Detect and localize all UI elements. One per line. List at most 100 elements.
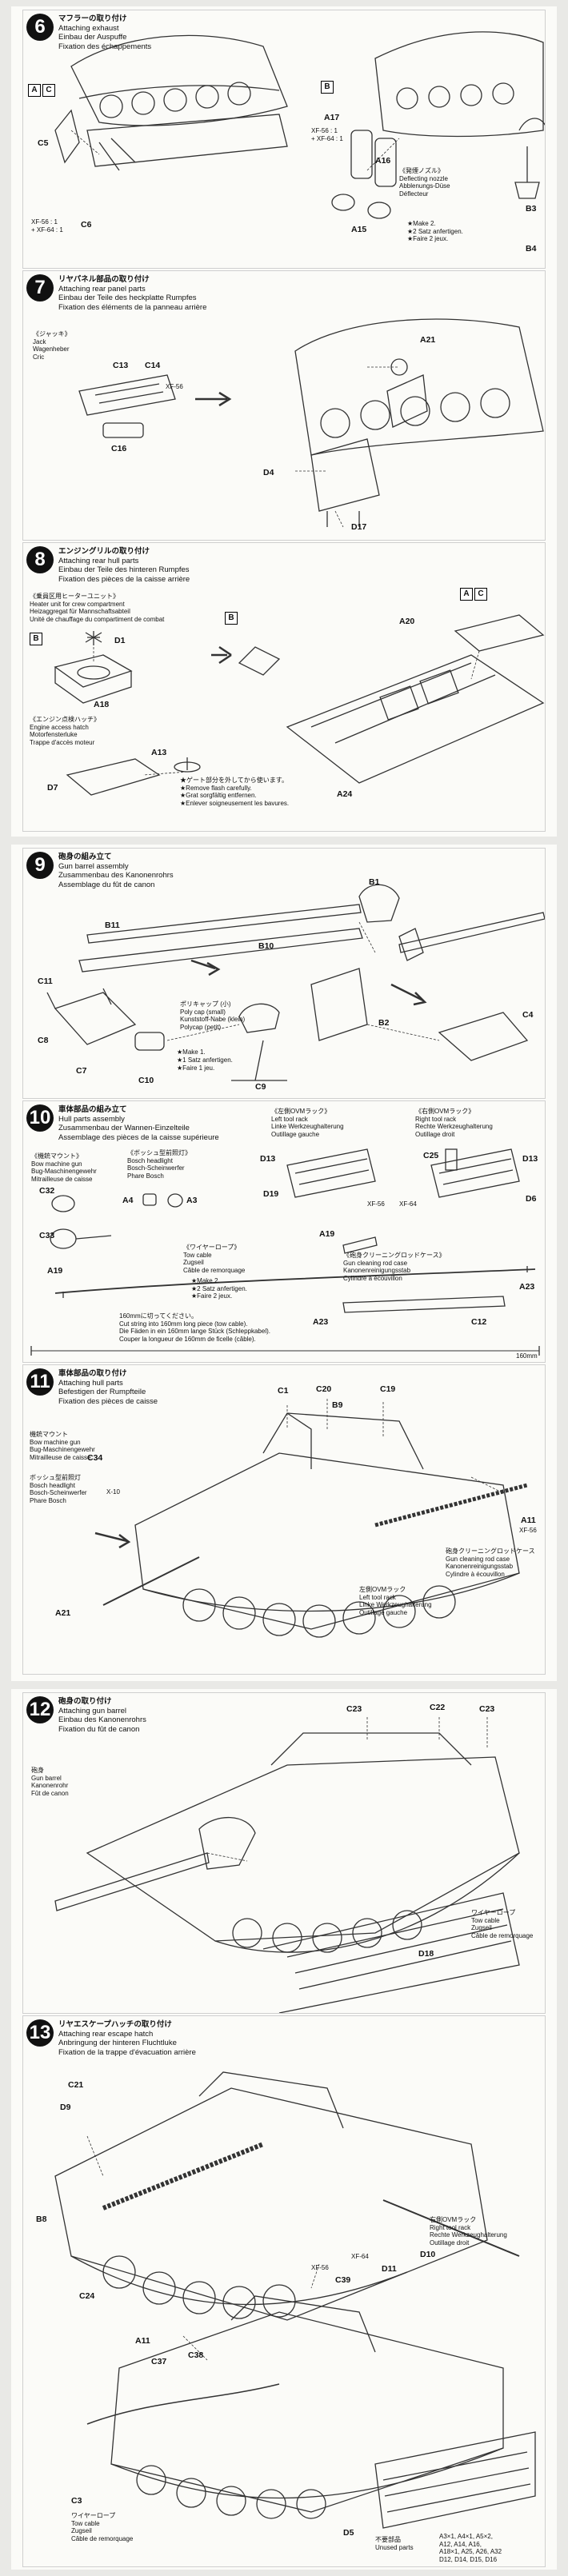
bow-mg-label: 機銃マウント Bow machine gun Bug-Maschinengewe… (30, 1431, 95, 1461)
part-d18: D18 (418, 1949, 434, 1959)
make-2-note: ★Make 2. ★2 Satz anfertigen. ★Faire 2 je… (191, 1277, 247, 1300)
step-title-de: Einbau des Kanonenrohrs (58, 1715, 146, 1724)
part-a19-left: A19 (47, 1266, 63, 1276)
heater-unit-label: 《乗員区用ヒーターユニット》 Heater unit for crew comp… (30, 593, 165, 623)
part-a3: A3 (186, 1196, 198, 1205)
step-title-jp: 車体部品の組み立て (58, 1105, 127, 1114)
gun-barrel-label: 砲身 Gun barrel Kanonenrohr Fût de canon (31, 1767, 69, 1797)
part-c8: C8 (38, 1036, 49, 1045)
part-c12: C12 (471, 1317, 487, 1327)
step-title-en: Attaching gun barrel (58, 1706, 127, 1715)
part-c11: C11 (38, 976, 53, 986)
poly-cap-label: ポリキャップ (小) Poly cap (small) Kunststoff-N… (180, 1000, 246, 1031)
part-a19-right: A19 (319, 1229, 335, 1239)
step-title-fr: Fixation des pièces de la caisse arrière (58, 574, 190, 584)
step-title-en: Attaching hull parts (58, 1378, 123, 1388)
part-c1: C1 (278, 1386, 289, 1396)
step-title-jp: 車体部品の取り付け (58, 1369, 127, 1378)
part-c19: C19 (380, 1384, 396, 1394)
left-tool-rack-label: 左側OVMラック Left tool rack Linke Werkzeugha… (359, 1586, 432, 1616)
part-a16: A16 (375, 156, 391, 166)
part-d17: D17 (351, 522, 367, 532)
variant-code-c: C (42, 84, 55, 97)
part-d6: D6 (526, 1194, 537, 1204)
step-title-en: Attaching rear hull parts (58, 556, 139, 565)
make-1-note: ★1 Satz anfertigen. ★Faire 1 jeu. (177, 1056, 233, 1072)
step-title-fr: Fixation des échappements (58, 42, 152, 51)
part-d5: D5 (343, 2528, 354, 2538)
step-8: 8 エンジングリルの取り付け Attaching rear hull parts… (22, 542, 546, 832)
part-a4: A4 (122, 1196, 134, 1205)
right-tool-rack-label: 《右側OVMラック》 Right tool rack Rechte Werkze… (415, 1108, 493, 1138)
part-c24: C24 (79, 2291, 95, 2301)
instruction-page-1: 6 マフラーの取り付け Attaching exhaust Einbau der… (11, 6, 557, 837)
exhaust-diagram (54, 31, 545, 219)
step-number: 9 (26, 852, 54, 879)
step-number: 10 (26, 1104, 54, 1132)
paint-callout-right: XF-56 : 1 + XF-64 : 1 (311, 127, 343, 142)
part-b1: B1 (369, 877, 380, 887)
part-c22: C22 (430, 1703, 446, 1712)
part-c10: C10 (138, 1076, 154, 1085)
unused-parts-label: 不要部品 Unused parts (375, 2536, 414, 2551)
step-title-fr: Fixation du fût de canon (58, 1724, 140, 1734)
instruction-page-3: 12 砲身の取り付け Attaching gun barrel Einbau d… (11, 1689, 557, 2570)
variant-code-a: A (460, 588, 473, 601)
variant-code-b-right: B (225, 612, 238, 625)
step-title-fr: Fixation des éléments de la panneau arri… (58, 302, 207, 312)
part-b11: B11 (105, 921, 120, 930)
part-a23-right: A23 (519, 1282, 535, 1292)
part-c4: C4 (522, 1010, 534, 1020)
scale-160mm: 160mm (516, 1352, 538, 1360)
part-c16: C16 (111, 444, 127, 453)
part-c37: C37 (151, 2357, 167, 2366)
step-title-de: Zusammenbau des Kanonenrohrs (58, 871, 174, 880)
make-1-label: ★Make 1. (177, 1048, 206, 1056)
step-number: 13 (26, 2019, 54, 2047)
deflecting-nozzle-label: 《発煙ノズル》 Deflecting nozzle Abblenungs-Düs… (399, 167, 450, 198)
part-b10: B10 (258, 941, 274, 951)
paint-callout: XF-56 (166, 383, 183, 390)
step-title-de: Befestigen der Rumpfteile (58, 1388, 146, 1396)
variant-code-c: C (474, 588, 487, 601)
jack-label: 《ジャッキ》 Jack Wagenheber Cric (33, 330, 71, 361)
step-6: 6 マフラーの取り付け Attaching exhaust Einbau der… (22, 10, 546, 269)
part-d10: D10 (420, 2250, 436, 2259)
variant-code-b: B (321, 81, 334, 94)
paint-callout-xf56: XF-56 (367, 1200, 385, 1208)
gun-cleaning-rod-label: 砲身クリーニングロッドケース Gun cleaning rod case Kan… (446, 1548, 535, 1578)
paint-callout-xf56: XF-56 (311, 2264, 329, 2271)
rear-panel-diagram (78, 318, 544, 528)
step-number: 8 (26, 546, 54, 573)
part-a24: A24 (337, 789, 353, 799)
part-c6: C6 (81, 220, 92, 230)
step-title-fr: Assemblage des pièces de la caisse supér… (58, 1132, 219, 1142)
part-a20: A20 (399, 617, 415, 626)
part-c5: C5 (38, 138, 49, 148)
step-title-de: Einbau der Teile des hinteren Rumpfes (58, 565, 190, 574)
part-a13: A13 (151, 748, 167, 757)
part-a18: A18 (94, 700, 110, 709)
part-b8: B8 (36, 2215, 47, 2224)
part-c13: C13 (113, 361, 129, 370)
step-title-en: Hull parts assembly (58, 1114, 125, 1124)
hull-attach-diagram (94, 1399, 528, 1638)
part-d13-left: D13 (260, 1154, 276, 1164)
remove-flash-note: ★ゲート部分を外してから使います。 ★Remove flash carefull… (180, 777, 290, 807)
step-title-jp: マフラーの取り付け (58, 14, 127, 23)
part-c34: C34 (87, 1453, 103, 1463)
part-c9: C9 (255, 1082, 266, 1092)
step-title-fr: Fixation de la trappe d'évacuation arriè… (58, 2047, 196, 2057)
cut-string-note: 160mmに切ってください。 Cut string into 160mm lon… (119, 1312, 270, 1343)
step-title-fr: Fixation des pièces de caisse (58, 1396, 158, 1406)
step-title-jp: リヤエスケープハッチの取り付け (58, 2020, 172, 2029)
variant-code-a: A (28, 84, 41, 97)
part-a21: A21 (55, 1608, 71, 1618)
part-d7: D7 (47, 783, 58, 793)
part-b4: B4 (526, 244, 537, 254)
step-12: 12 砲身の取り付け Attaching gun barrel Einbau d… (22, 1692, 546, 2014)
part-c23-right: C23 (479, 1704, 495, 1714)
part-c3: C3 (71, 2496, 82, 2506)
step-number: 6 (26, 14, 54, 41)
bosch-headlight-label: ボッシュ型前照灯 Bosch headlight Bosch-Scheinwer… (30, 1474, 87, 1504)
